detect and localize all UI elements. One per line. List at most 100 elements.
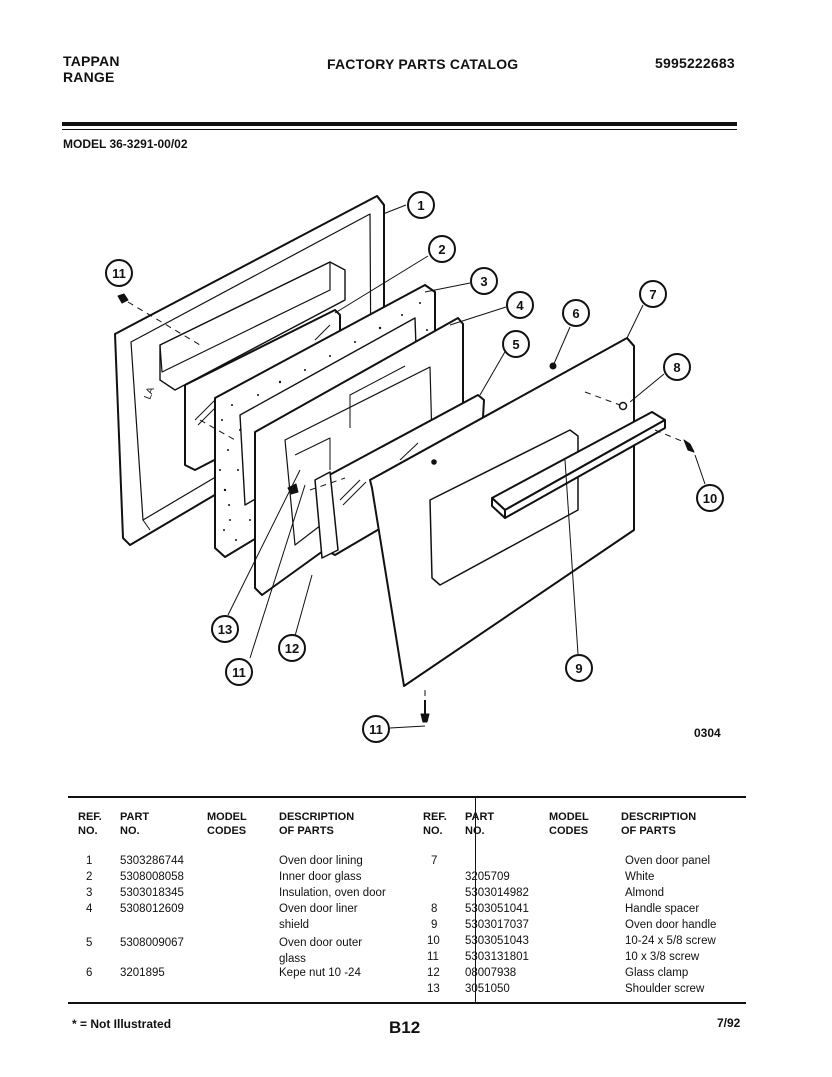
right-ref-10: 10 xyxy=(427,935,440,947)
page-number: B12 xyxy=(389,1018,421,1037)
right-part-8: 5303051041 xyxy=(465,903,529,915)
left-ref-6: 6 xyxy=(86,967,93,979)
left-part-6: 3201895 xyxy=(120,967,165,979)
left-desc-3: Insulation, oven door xyxy=(279,887,386,899)
svg-text:5: 5 xyxy=(512,337,519,352)
model-label: MODEL 36-3291-00/02 xyxy=(63,137,188,151)
left-part-2: 5308008058 xyxy=(120,871,184,883)
screw-icon-11-top xyxy=(117,293,129,304)
brand-line-2: RANGE xyxy=(63,69,115,85)
left-desc-5b: glass xyxy=(279,953,306,965)
svg-text:1: 1 xyxy=(417,198,424,213)
svg-text:11: 11 xyxy=(369,722,383,737)
svg-text:12: 12 xyxy=(285,641,299,656)
left-desc-1: Oven door lining xyxy=(279,855,363,867)
callout-13: 13 xyxy=(211,615,239,643)
left-desc-4: Oven door liner xyxy=(279,903,358,915)
table-divider xyxy=(475,798,476,1002)
svg-text:10: 10 xyxy=(703,491,717,506)
svg-text:11: 11 xyxy=(112,266,126,281)
svg-text:9: 9 xyxy=(575,661,582,676)
right-ref-8: 8 xyxy=(431,903,438,915)
left-desc-4b: shield xyxy=(279,919,310,931)
right-ref-7: 7 xyxy=(431,855,438,867)
left-ref-1: 1 xyxy=(86,855,93,867)
header-rule-thick xyxy=(62,122,737,126)
callout-11-top: 11 xyxy=(105,259,133,287)
callout-1: 1 xyxy=(407,191,435,219)
svg-text:2: 2 xyxy=(438,242,445,257)
right-desc-10: 10-24 x 5/8 screw xyxy=(625,935,716,947)
right-part-12: 08007938 xyxy=(465,967,517,979)
catalog-date: 7/92 xyxy=(717,1016,741,1030)
svg-text:11: 11 xyxy=(232,665,246,680)
callout-11-mid: 11 xyxy=(225,658,253,686)
callout-11-bottom: 11 xyxy=(362,715,390,743)
left-part-4: 5308012609 xyxy=(120,903,184,915)
catalog-number: 5995222683 xyxy=(655,55,735,71)
right-ref-11: 11 xyxy=(427,951,439,963)
callout-4: 4 xyxy=(506,291,534,319)
left-ref-4: 4 xyxy=(86,903,93,915)
leader-lines xyxy=(119,204,706,729)
callout-7: 7 xyxy=(639,280,667,308)
callout-bubbles: 1 2 3 4 5 6 7 8 9 10 11 11 11 12 13 xyxy=(105,191,724,743)
right-part-13: 3051050 xyxy=(465,983,510,995)
part-door-handle xyxy=(491,411,666,519)
left-part-5: 5308009067 xyxy=(120,937,184,949)
header-rule-thin xyxy=(62,129,737,130)
screw-icon-10 xyxy=(683,439,695,453)
left-desc-6: Kepe nut 10 -24 xyxy=(279,967,361,979)
header-ref-left: REF.NO. xyxy=(78,811,102,837)
right-desc-9: Oven door handle xyxy=(625,919,717,931)
screw-icon-11-bottom xyxy=(420,700,430,723)
left-desc-5: Oven door outer xyxy=(279,937,363,949)
left-ref-3: 3 xyxy=(86,887,93,899)
left-part-1: 5303286744 xyxy=(120,855,184,867)
right-part-7a: 3205709 xyxy=(465,871,510,883)
right-ref-9: 9 xyxy=(431,919,438,931)
svg-text:13: 13 xyxy=(218,622,232,637)
not-illustrated-note: * = Not Illustrated xyxy=(72,1017,172,1031)
nut-icon-8 xyxy=(618,401,628,411)
right-part-9: 5303017037 xyxy=(465,919,529,931)
callout-9: 9 xyxy=(565,654,593,682)
callout-6: 6 xyxy=(562,299,590,327)
right-part-10: 5303051043 xyxy=(465,935,529,947)
callout-2: 2 xyxy=(428,235,456,263)
right-desc-7: Oven door panel xyxy=(625,855,711,867)
right-desc-7b: Almond xyxy=(625,887,664,899)
callout-5: 5 xyxy=(502,330,530,358)
svg-text:6: 6 xyxy=(572,306,579,321)
right-ref-12: 12 xyxy=(427,967,440,979)
header-ref-right: REF.NO. xyxy=(423,811,447,837)
callout-8: 8 xyxy=(663,353,691,381)
right-part-11: 5303131801 xyxy=(465,951,529,963)
right-desc-13: Shoulder screw xyxy=(625,983,705,995)
svg-text:8: 8 xyxy=(673,360,680,375)
part-glass-clamp xyxy=(314,471,339,559)
left-desc-2: Inner door glass xyxy=(279,871,362,883)
screw-icon-11-mid xyxy=(287,483,299,495)
right-desc-11: 10 x 3/8 screw xyxy=(625,951,700,963)
left-ref-2: 2 xyxy=(86,871,93,883)
left-part-3: 5303018345 xyxy=(120,887,184,899)
svg-text:4: 4 xyxy=(516,298,524,313)
right-desc-7a: White xyxy=(625,871,655,883)
right-desc-8: Handle spacer xyxy=(625,903,700,915)
right-ref-13: 13 xyxy=(427,983,440,995)
figure-code: 0304 xyxy=(694,726,721,740)
right-desc-12: Glass clamp xyxy=(625,967,689,979)
callout-12: 12 xyxy=(278,634,306,662)
right-part-7b: 5303014982 xyxy=(465,887,529,899)
callout-3: 3 xyxy=(470,267,498,295)
callout-10: 10 xyxy=(696,484,724,512)
explosion-lines xyxy=(127,301,685,698)
